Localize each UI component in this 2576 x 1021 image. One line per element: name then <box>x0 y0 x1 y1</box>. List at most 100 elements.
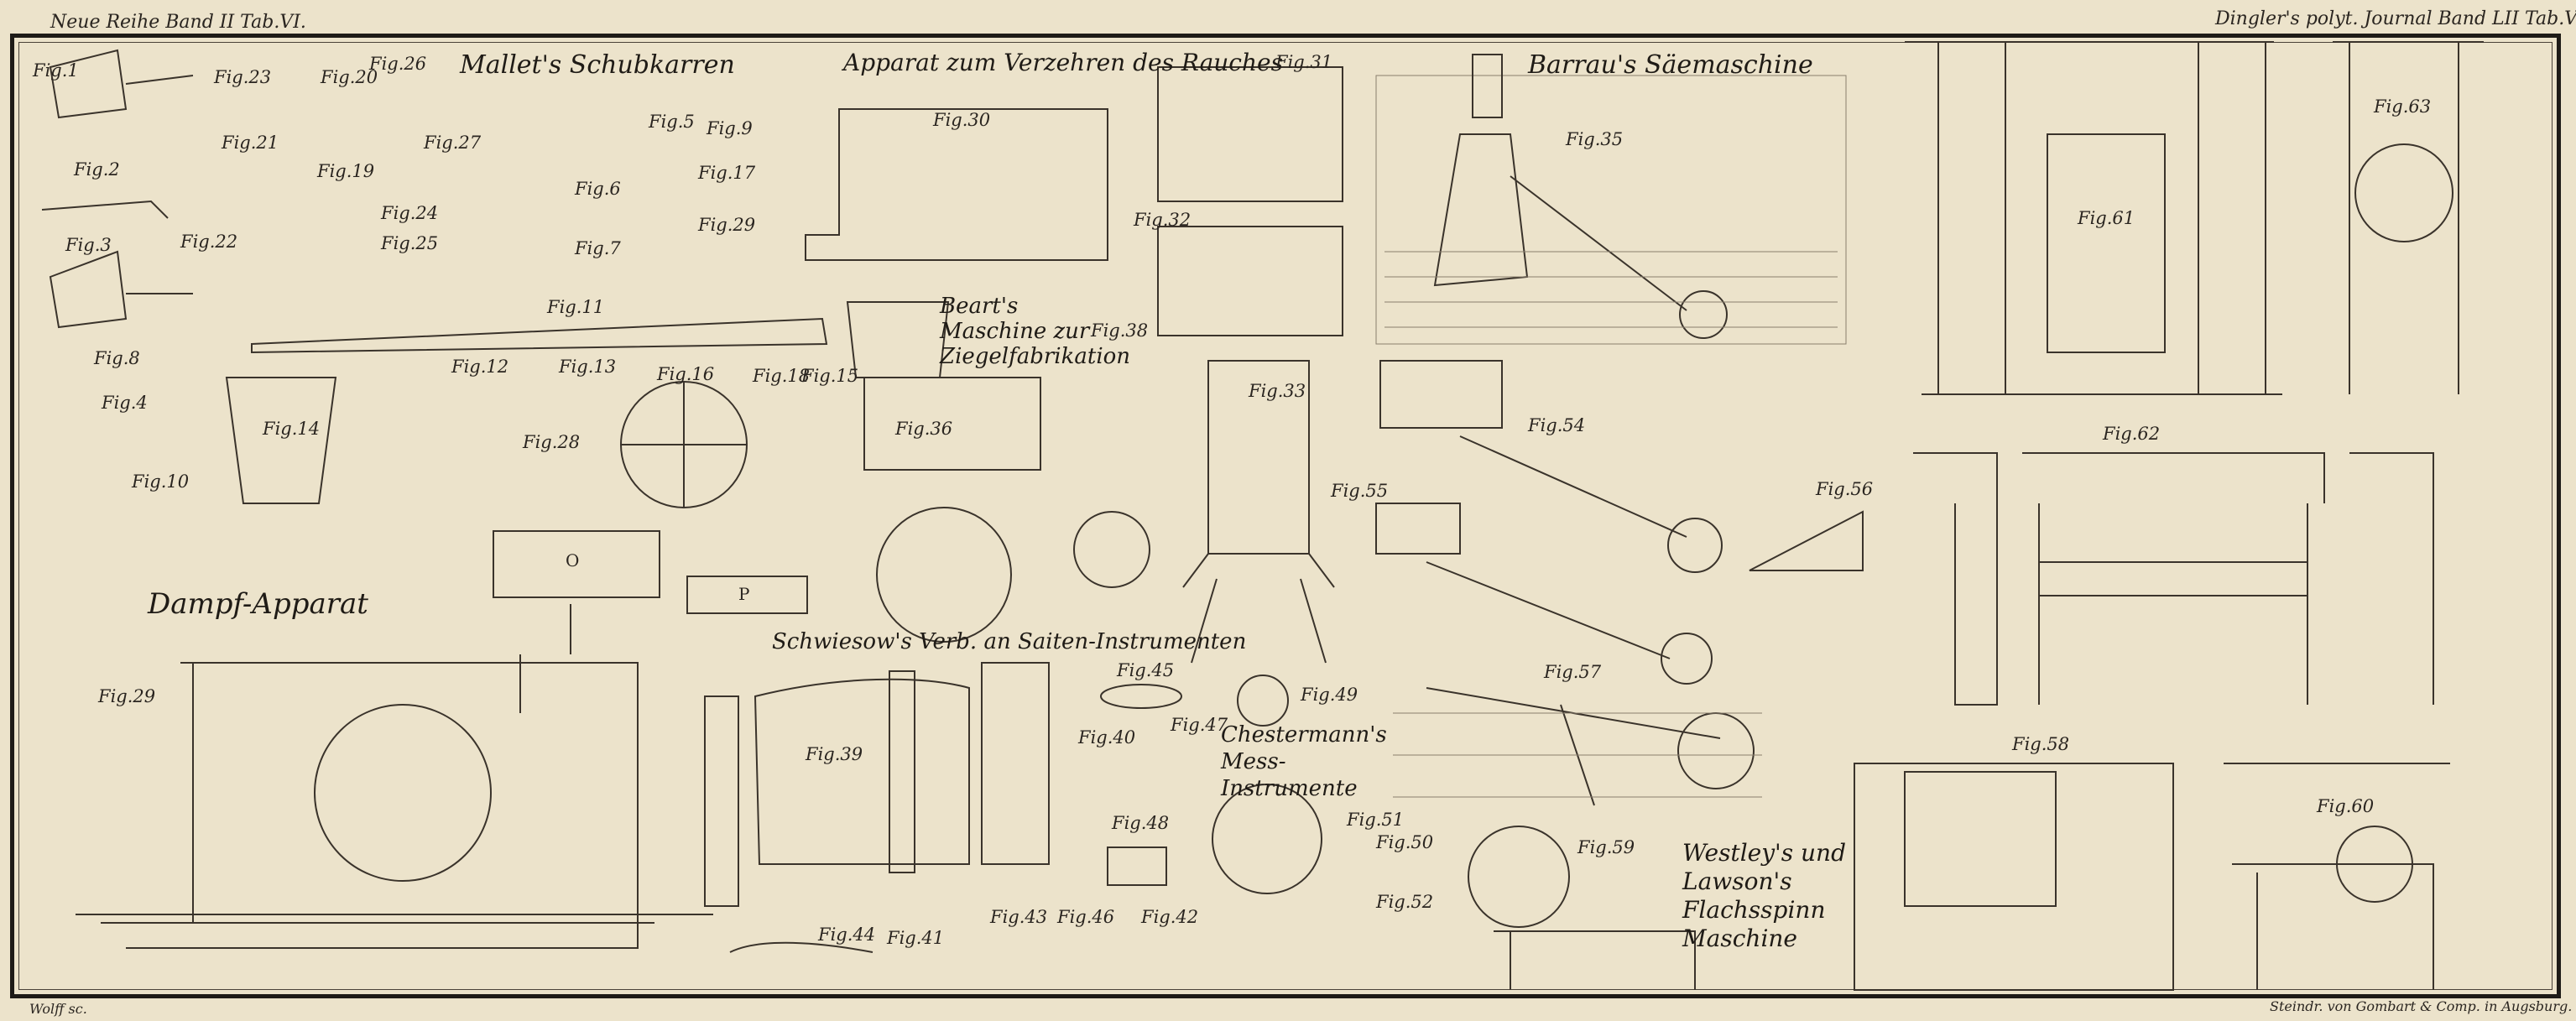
fig-label: Fig.38 <box>1091 320 1149 341</box>
box-p: P <box>686 576 808 614</box>
fig-label: Fig.3 <box>65 235 112 255</box>
fig-label: Fig.46 <box>1057 907 1115 927</box>
press-fig33 <box>1182 360 1335 664</box>
barrow-fig3 <box>49 250 193 329</box>
fig-label: Fig.27 <box>424 133 482 153</box>
title-chesterman: Chestermann's Mess-Instrumente <box>1221 722 1387 801</box>
fig-label: Fig.47 <box>1171 715 1228 735</box>
man-figure <box>1433 54 1529 287</box>
title-beart: Beart's Maschine zur Ziegelfabrikation <box>940 294 1131 369</box>
fig-label: Fig.42 <box>1141 907 1199 927</box>
furnace-fig30 <box>805 108 1108 261</box>
fig-label: Fig.6 <box>575 179 621 199</box>
fig-label: Fig.33 <box>1249 381 1306 401</box>
fig-label: Fig.16 <box>657 364 715 384</box>
dial-fig51 <box>1212 784 1322 894</box>
fig-label: Fig.39 <box>806 744 863 764</box>
cylinder-v <box>704 695 739 907</box>
fig-label: Fig.29 <box>98 686 156 706</box>
plate-header-left: Neue Reihe Band II Tab.VI. <box>50 12 306 33</box>
fig-label: Fig.63 <box>2374 96 2432 117</box>
engraver-credit: Wolff sc. <box>29 1001 87 1017</box>
frame-fig62 <box>1913 452 2434 706</box>
fig-label: Fig.55 <box>1331 481 1389 501</box>
fig-label: Fig.28 <box>523 432 581 452</box>
fig-label: Fig.13 <box>559 357 617 377</box>
fig-label: Fig.29 <box>698 215 756 235</box>
fig-label: Fig.50 <box>1376 832 1434 852</box>
fig-label: Fig.41 <box>887 928 945 948</box>
fig-label: Fig.54 <box>1528 415 1586 435</box>
fig-label: Fig.15 <box>801 366 859 386</box>
machine-fig58 <box>1854 763 2174 991</box>
fig-label: Fig.56 <box>1816 479 1874 499</box>
printer-credit: Steindr. von Gombart & Comp. in Augsburg… <box>2270 998 2573 1014</box>
fig-label: Fig.58 <box>2012 734 2070 754</box>
fig-label: Fig.40 <box>1078 727 1136 748</box>
beam-fig11 <box>251 317 828 354</box>
fig-label: Fig.8 <box>94 348 140 368</box>
fig-label: Fig.19 <box>317 161 375 181</box>
dial-fig49 <box>1237 675 1289 727</box>
seeder-wheel <box>1679 290 1728 339</box>
fig-label: Fig.7 <box>575 238 621 258</box>
label-o: O <box>566 550 580 570</box>
fig-label: Fig.1 <box>33 60 79 81</box>
fig-label: Fig.44 <box>818 925 876 945</box>
knife-fig44 <box>729 941 873 953</box>
furnace-fig32 <box>1157 226 1343 336</box>
title-schwiesow: Schwiesow's Verb. an Saiten-Instrumenten <box>772 629 1247 654</box>
fig-label: Fig.10 <box>132 471 190 492</box>
wedge-fig56 <box>1749 510 1864 571</box>
seeder-fig55 <box>1375 503 1671 659</box>
seeder-fig54 <box>1379 360 1687 538</box>
plate-header-right: Dingler's polyt. Journal Band LII Tab.VI… <box>2215 8 2576 29</box>
boiler-circle <box>314 704 492 882</box>
fig-label: Fig.26 <box>369 54 427 74</box>
fig-label: Fig.20 <box>321 67 378 87</box>
wheel-fig37 <box>876 507 1012 643</box>
fig-label: Fig.61 <box>2078 208 2135 228</box>
fig-label: Fig.17 <box>698 163 756 183</box>
plate-inner-border <box>18 42 2553 990</box>
box-o: O <box>493 530 660 598</box>
label-p: P <box>738 584 750 604</box>
fig-label: Fig.24 <box>381 203 439 223</box>
fig-label: Fig.57 <box>1544 662 1602 682</box>
fig-label: Fig.45 <box>1117 660 1175 680</box>
fig-label: Fig.62 <box>2103 424 2161 444</box>
hopper-fig14 <box>225 377 337 504</box>
title-barrau: Barrau's Säemaschine <box>1528 50 1813 80</box>
seeder-handle <box>1510 175 1687 311</box>
fig-label: Fig.43 <box>990 907 1048 927</box>
fig-label: Fig.25 <box>381 233 439 253</box>
field-lines <box>1384 251 1838 328</box>
machine-fig60 <box>2224 763 2450 990</box>
barrow-fig1 <box>49 49 194 119</box>
flywheel-fig59 <box>1468 826 1570 928</box>
fig-label: Fig.22 <box>180 232 238 252</box>
plough-fig57 <box>1426 687 1721 806</box>
plate-frame <box>10 34 2561 998</box>
fig-label: Fig.32 <box>1134 210 1192 230</box>
fig-label: Fig.48 <box>1112 813 1170 833</box>
fig-label: Fig.2 <box>74 159 120 180</box>
fig-label: Fig.14 <box>263 419 321 439</box>
drum-fig39 <box>754 678 970 865</box>
stool-fig45 <box>1100 684 1182 709</box>
fig-label: Fig.30 <box>933 110 991 130</box>
fig-label: Fig.18 <box>753 366 811 386</box>
barrow-fig2 <box>41 200 169 219</box>
fig-label: Fig.4 <box>102 393 148 413</box>
fig-label: Fig.9 <box>707 118 753 138</box>
barrau-scene <box>1375 75 1847 345</box>
title-westley: Westley's und Lawson's Flachsspinn Masch… <box>1682 839 1846 952</box>
fig-label: Fig.21 <box>222 133 279 153</box>
fig-label: Fig.52 <box>1376 892 1434 912</box>
fig-label: Fig.59 <box>1577 837 1635 857</box>
fig-label: Fig.11 <box>547 297 605 317</box>
fig-label: Fig.35 <box>1566 129 1624 149</box>
fig-label: Fig.51 <box>1347 810 1405 830</box>
fig-label: Fig.23 <box>214 67 272 87</box>
